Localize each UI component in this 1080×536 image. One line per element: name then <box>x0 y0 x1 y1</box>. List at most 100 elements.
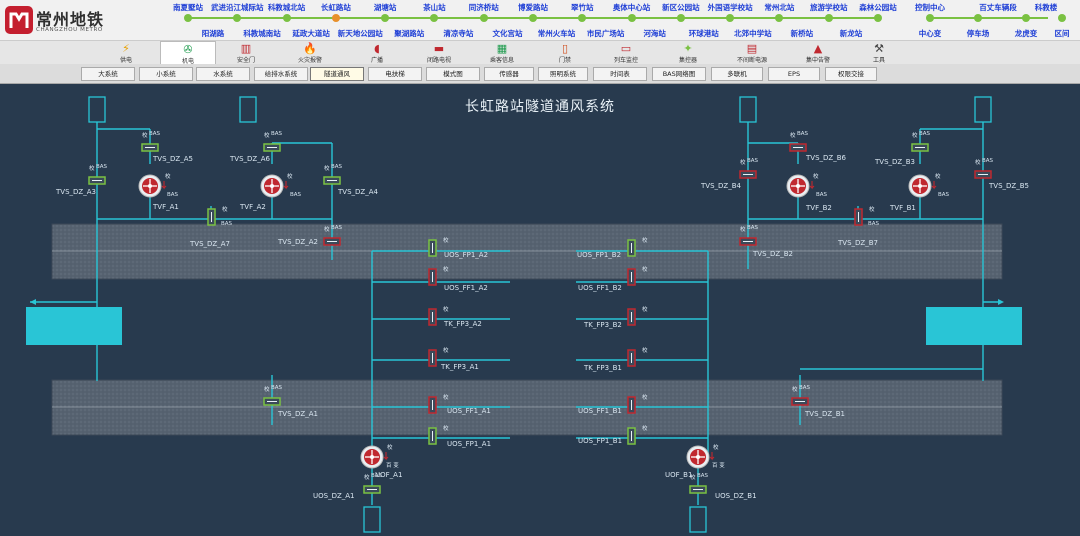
depot-dot[interactable] <box>1058 14 1066 22</box>
depot-label[interactable]: 区间 <box>1054 29 1070 38</box>
depot-label[interactable]: 百丈车辆段 <box>979 3 1017 12</box>
toolbar-fire[interactable]: 🔥火灾报警 <box>282 41 338 65</box>
subtab[interactable]: EPS <box>768 67 820 81</box>
subtab[interactable]: 大系统 <box>81 67 135 81</box>
station-label[interactable]: 茶山站 <box>423 3 446 12</box>
damper-tvs-dz-b4[interactable] <box>739 170 757 179</box>
station-label[interactable]: 文化宫站 <box>492 29 523 38</box>
station-label[interactable]: 聚湖路站 <box>394 29 425 38</box>
damper-tvs-dz-b7[interactable] <box>854 208 863 226</box>
damper-uos-ff1-b2[interactable] <box>627 268 636 286</box>
toolbar-camera[interactable]: ▬闭路电视 <box>411 41 467 65</box>
station-dot[interactable] <box>578 14 587 22</box>
subtab[interactable]: 照明系统 <box>538 67 588 81</box>
fan-uof-a1[interactable] <box>360 445 389 469</box>
station-label[interactable]: 奥体中心站 <box>612 3 651 12</box>
station-label[interactable]: 长虹路站 <box>320 3 351 12</box>
fan-tvf-a1[interactable] <box>138 174 167 198</box>
station-dot[interactable] <box>233 14 242 22</box>
station-label[interactable]: 新区公园站 <box>662 3 700 12</box>
station-label[interactable]: 环球港站 <box>688 29 719 38</box>
subtab[interactable]: 给排水系统 <box>254 67 308 81</box>
station-label[interactable]: 新天地公园站 <box>337 29 383 38</box>
toolbar-bolt[interactable]: ⚡供电 <box>98 41 154 65</box>
damper-tvs-dz-a4[interactable] <box>323 176 341 185</box>
damper-uos-dz-b1[interactable] <box>689 485 707 494</box>
station-label[interactable]: 同济桥站 <box>468 3 499 12</box>
station-label[interactable]: 南夏墅站 <box>173 3 203 12</box>
damper-uos-ff1-b1[interactable] <box>627 396 636 414</box>
subtab[interactable]: 小系统 <box>139 67 193 81</box>
damper-tvs-dz-a3[interactable] <box>88 176 106 185</box>
subtab[interactable]: 时间表 <box>593 67 647 81</box>
toolbar-info[interactable]: ▦乘客信息 <box>474 41 530 65</box>
damper-uos-fp1-a1[interactable] <box>428 427 437 445</box>
damper-tk-fp3-b2[interactable] <box>627 308 636 326</box>
station-dot[interactable] <box>529 14 537 22</box>
station-dot[interactable] <box>775 14 784 22</box>
toolbar-train[interactable]: ▭列车监控 <box>598 41 654 65</box>
station-label[interactable]: 翠竹站 <box>571 3 594 12</box>
depot-label[interactable]: 停车场 <box>966 29 990 38</box>
damper-tvs-dz-a5[interactable] <box>141 143 159 152</box>
station-label[interactable]: 新桥站 <box>790 29 814 38</box>
station-label[interactable]: 湖塘站 <box>373 3 397 12</box>
station-dot[interactable] <box>874 14 882 22</box>
station-label[interactable]: 市民广场站 <box>586 29 625 38</box>
station-dot[interactable] <box>430 14 439 22</box>
subtab[interactable]: 电扶梯 <box>368 67 422 81</box>
damper-uos-fp1-a2[interactable] <box>428 239 437 257</box>
station-label[interactable]: 外国语学校站 <box>707 3 753 12</box>
toolbar-alarm[interactable]: ▲集中告警 <box>790 41 846 65</box>
fan-tvf-b2[interactable] <box>786 174 815 198</box>
station-dot[interactable] <box>824 14 833 22</box>
damper-tvs-dz-b3[interactable] <box>911 143 929 152</box>
damper-tvs-dz-a1[interactable] <box>263 397 281 406</box>
damper-uos-ff1-a2[interactable] <box>428 268 437 286</box>
station-label[interactable]: 北郊中学站 <box>734 29 772 38</box>
damper-tvs-dz-a6[interactable] <box>263 143 281 152</box>
damper-uos-ff1-a1[interactable] <box>428 396 437 414</box>
toolbar-speaker[interactable]: ◖广播 <box>349 41 405 65</box>
subtab[interactable]: 模式图 <box>426 67 480 81</box>
toolbar-access[interactable]: ▯门禁 <box>537 41 593 65</box>
station-dot[interactable] <box>627 14 636 22</box>
depot-label[interactable]: 龙虎变 <box>1014 29 1038 38</box>
damper-tk-fp3-b1[interactable] <box>627 349 636 367</box>
damper-tvs-dz-b6[interactable] <box>789 143 807 152</box>
station-dot[interactable] <box>331 14 340 22</box>
toolbar-ups[interactable]: ▤不间断电源 <box>724 41 780 65</box>
toolbar-fan[interactable]: ✇机电 <box>160 41 216 65</box>
toolbar-controller[interactable]: ✦集控器 <box>660 41 716 65</box>
station-label[interactable]: 科教城南站 <box>243 29 281 38</box>
toolbar-tools[interactable]: ⚒工具 <box>851 41 907 65</box>
station-label[interactable]: 常州火车站 <box>537 29 576 38</box>
depot-dot[interactable] <box>926 14 934 22</box>
toolbar-door[interactable]: ▥安全门 <box>218 41 274 65</box>
depot-label[interactable]: 控制中心 <box>915 3 945 12</box>
damper-tvs-dz-a7[interactable] <box>207 208 216 226</box>
depot-dot[interactable] <box>1022 14 1030 22</box>
subtab[interactable]: 多联机 <box>711 67 763 81</box>
fan-tvf-b1[interactable] <box>908 174 937 198</box>
subtab[interactable]: 隧道通风 <box>310 67 364 81</box>
subtab[interactable]: 传感器 <box>484 67 534 81</box>
station-dot[interactable] <box>184 14 192 22</box>
depot-label[interactable]: 科教楼 <box>1034 3 1058 12</box>
depot-dot[interactable] <box>974 14 982 22</box>
station-label[interactable]: 阳湖路 <box>201 29 225 38</box>
damper-tvs-dz-b1[interactable] <box>791 397 809 406</box>
station-label[interactable]: 武进沿江城际站 <box>211 3 264 12</box>
damper-uos-fp1-b1[interactable] <box>627 427 636 445</box>
subtab[interactable]: 水系统 <box>196 67 250 81</box>
fan-uof-b1[interactable] <box>686 445 715 469</box>
subtab[interactable]: BAS网络图 <box>652 67 706 81</box>
station-dot[interactable] <box>479 14 488 22</box>
damper-tvs-dz-b5[interactable] <box>974 170 992 179</box>
damper-uos-dz-a1[interactable] <box>363 485 381 494</box>
station-label[interactable]: 科教城北站 <box>267 3 306 12</box>
station-label[interactable]: 旅游学校站 <box>809 3 848 12</box>
station-label[interactable]: 清凉寺站 <box>443 29 474 38</box>
damper-uos-fp1-b2[interactable] <box>627 239 636 257</box>
station-dot[interactable] <box>381 14 390 22</box>
